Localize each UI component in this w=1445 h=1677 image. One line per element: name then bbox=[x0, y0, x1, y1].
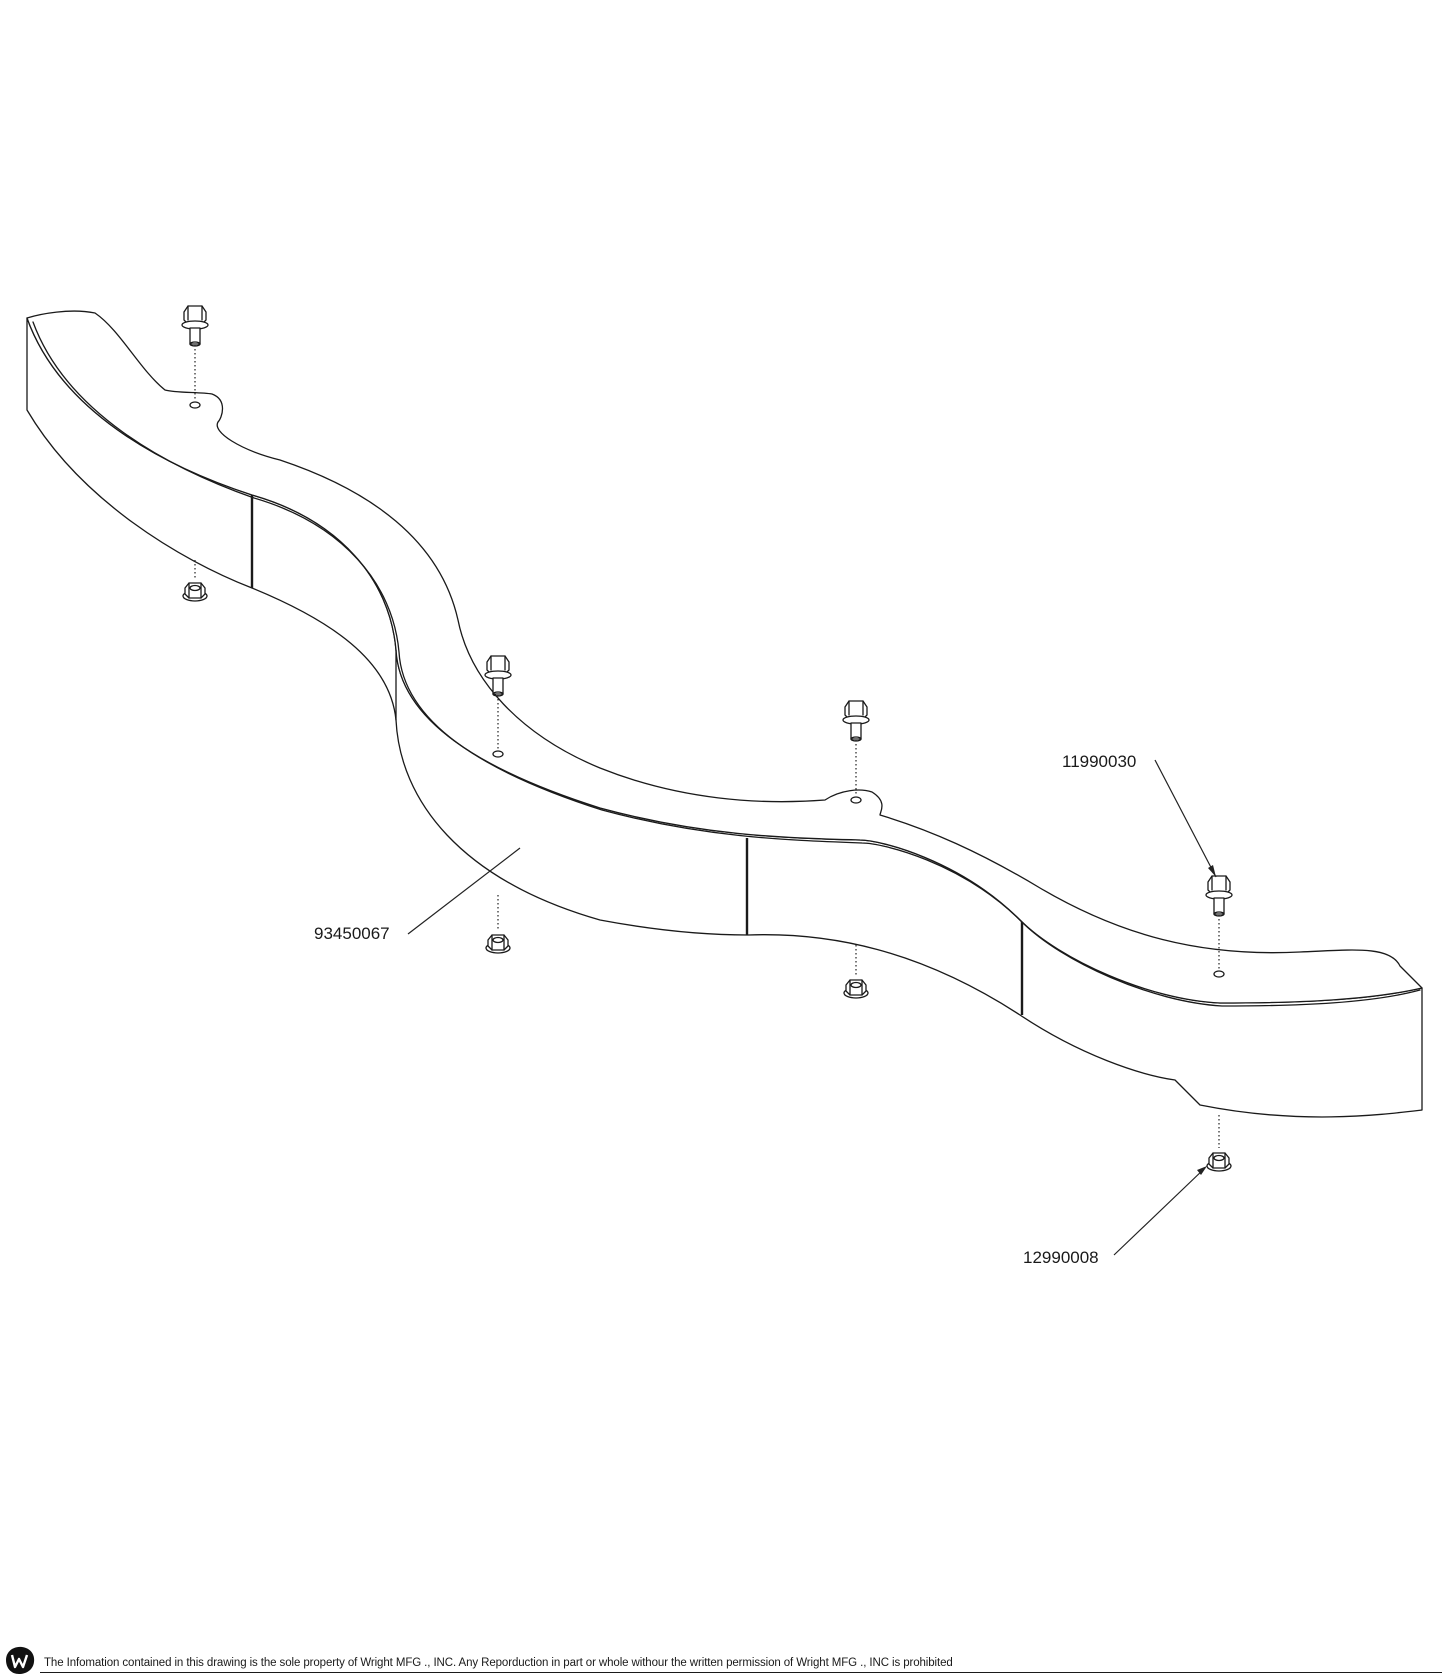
footer-notice: The Infomation contained in this drawing… bbox=[44, 1657, 953, 1669]
footer-rule bbox=[40, 1672, 1442, 1673]
flange-nut-icon bbox=[485, 934, 511, 954]
callout-weight-leader bbox=[407, 847, 521, 935]
callout-nut-label: 12990008 bbox=[1023, 1248, 1099, 1267]
callout-weight: 93450067 bbox=[314, 847, 521, 943]
flange-nut-icon bbox=[182, 582, 208, 602]
callout-bolt: 11990030 bbox=[1062, 752, 1217, 878]
flange-bolt-icon bbox=[181, 305, 209, 347]
callout-nut-arrowhead bbox=[1197, 1166, 1207, 1175]
flange-nut-icon bbox=[843, 979, 869, 999]
flange-bolt-icon bbox=[1205, 875, 1233, 917]
mount-hole-3 bbox=[850, 796, 862, 804]
weight-bar bbox=[26, 310, 1423, 1118]
callout-bolt-leader bbox=[1154, 759, 1217, 878]
callout-weight-label: 93450067 bbox=[314, 924, 390, 943]
callout-bolt-arrowhead bbox=[1208, 865, 1216, 877]
callout-bolt-label: 11990030 bbox=[1062, 752, 1136, 771]
assembly-lines bbox=[194, 345, 1220, 1148]
mount-hole-1 bbox=[189, 401, 201, 409]
callout-nut: 12990008 bbox=[1023, 1166, 1207, 1267]
callout-nut-leader bbox=[1113, 1167, 1206, 1256]
flange-bolt-icon bbox=[842, 700, 870, 742]
wright-w-logo-icon bbox=[6, 1646, 35, 1674]
flange-nut-icon bbox=[1206, 1152, 1232, 1172]
mount-hole-2 bbox=[492, 750, 504, 758]
weight-bar-bevel-edge bbox=[32, 321, 1421, 1007]
mount-hole-4 bbox=[1213, 970, 1225, 978]
